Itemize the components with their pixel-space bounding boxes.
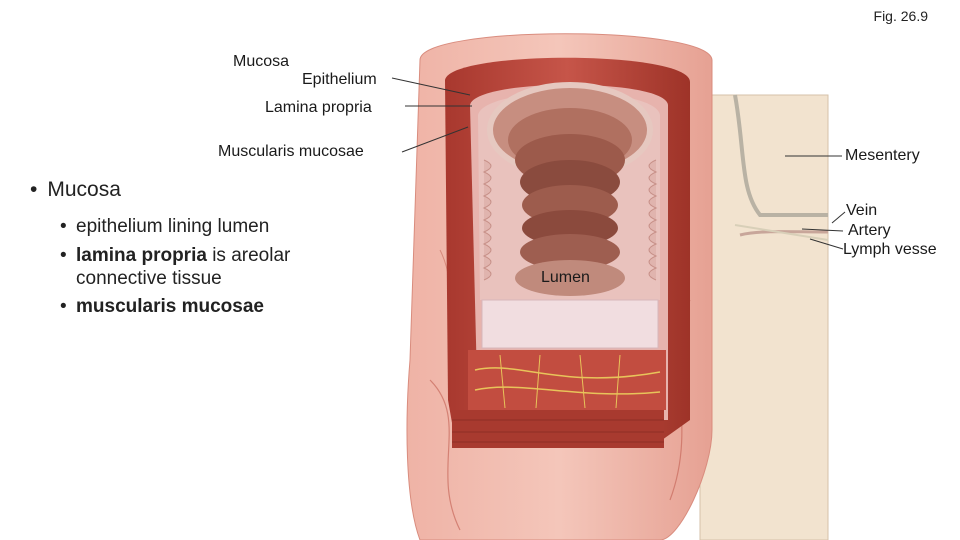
wall-vessel: [429, 379, 461, 531]
submucosa-band: [481, 299, 659, 349]
leader-lines: [391, 77, 846, 250]
bullet-item: •epithelium lining lumen: [60, 216, 270, 237]
label-lymph-vessel: Lymph vesse: [843, 241, 937, 258]
bullet-item-text: epithelium lining lumen: [76, 216, 270, 237]
figure-number: Fig. 26.9: [873, 8, 928, 24]
label-mucosa: Mucosa: [233, 53, 290, 70]
villi-left: [482, 159, 492, 281]
bullet-item-text: is areolar connective tissue: [76, 244, 291, 289]
bullet-item: •muscularis mucosae: [60, 296, 264, 318]
label-lumen: Lumen: [541, 269, 590, 286]
label-muscularis-mucosae: Muscularis mucosae: [218, 143, 364, 160]
label-epithelium: Epithelium: [302, 71, 377, 88]
label-lamina-propria: Lamina propria: [265, 99, 372, 116]
bullet-heading-text: Mucosa: [47, 178, 121, 201]
bullet-list: •Mucosa •epithelium lining lumen •lamina…: [30, 178, 376, 325]
villi-right: [648, 159, 658, 281]
mesentery-lymph: [734, 224, 829, 241]
bullet-heading: •Mucosa: [30, 178, 121, 201]
label-vein: Vein: [846, 202, 878, 219]
bullet-item-bold: lamina propria: [76, 244, 207, 266]
label-mesentery: Mesentery: [845, 147, 920, 164]
circular-muscle-band: [468, 350, 666, 410]
mesentery-vein: [733, 94, 828, 217]
bullet-item-bold: muscularis mucosae: [76, 296, 264, 318]
label-artery: Artery: [848, 222, 891, 239]
bullet-item: •lamina propria is areolar connective ti…: [60, 244, 291, 289]
mesentery-sheet: [699, 94, 829, 540]
